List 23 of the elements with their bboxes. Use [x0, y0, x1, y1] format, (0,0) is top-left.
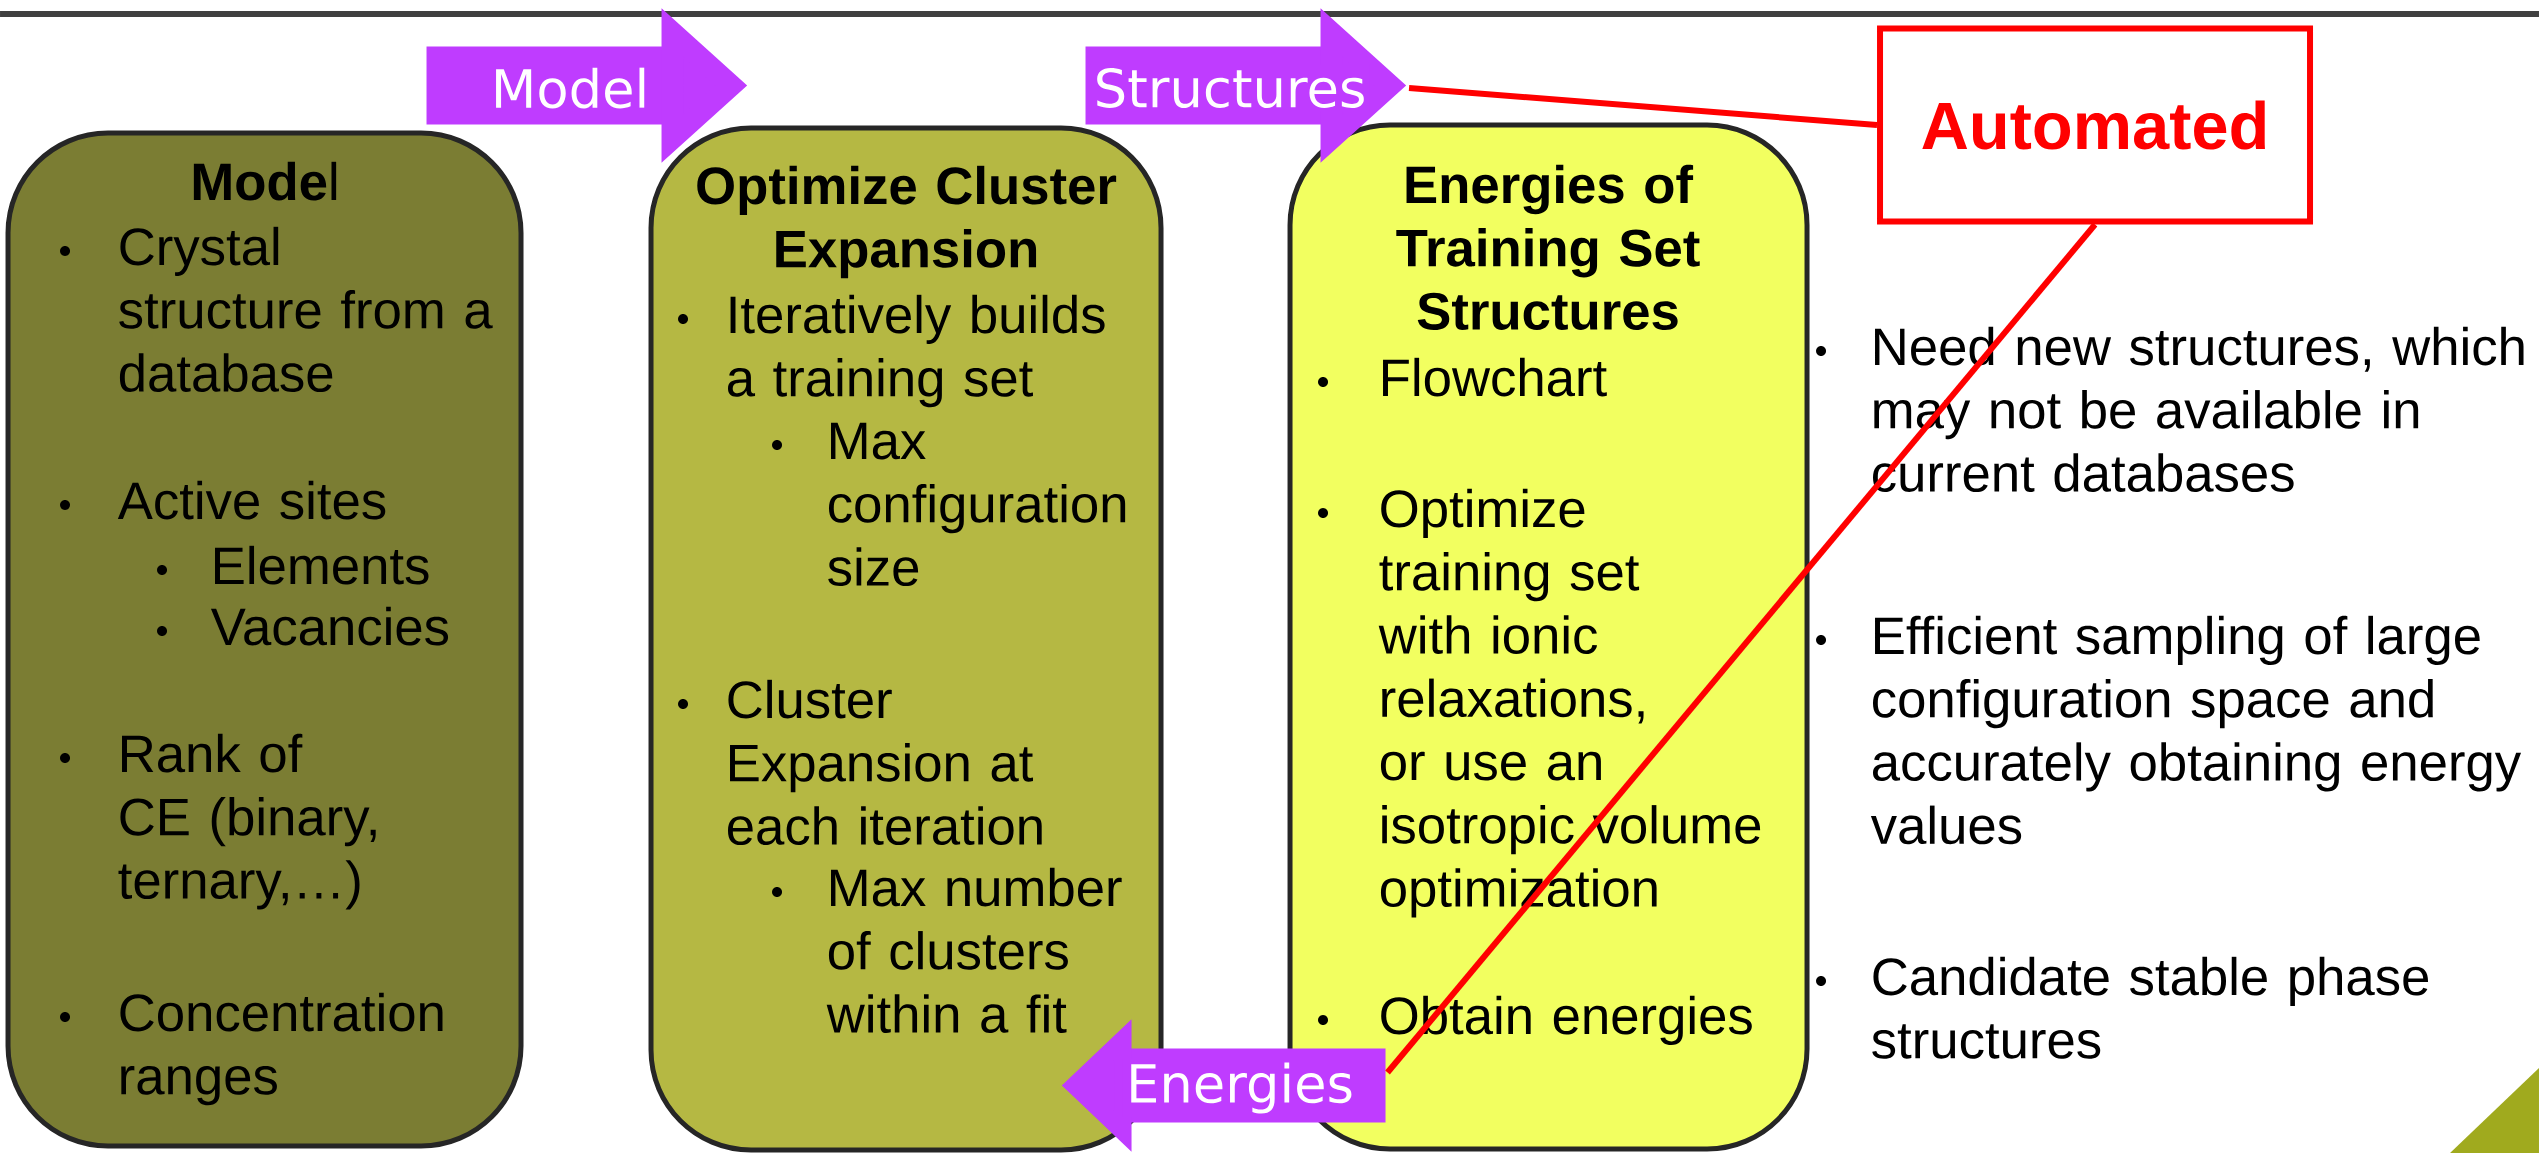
- leader-line: [1408, 85, 1878, 128]
- bullet-item: Rank of CE (binary, ternary,…): [60, 733, 376, 910]
- rounded-box: [5, 130, 524, 1149]
- bullet-item: Max configuration size: [772, 422, 1126, 586]
- box-heading: Energies of Training Set Structures: [1396, 164, 1700, 330]
- bullet-item: Iteratively builds a training set: [678, 294, 1105, 408]
- callout-box: Automated: [1877, 25, 2313, 225]
- bullet-item: Concentration ranges: [60, 992, 443, 1106]
- edge-label: Model: [487, 64, 653, 112]
- bullet-item: Active sites: [60, 480, 386, 520]
- box-heading: Optimize Cluster Expansion: [697, 165, 1117, 279]
- edge-label: Structures: [1090, 64, 1370, 112]
- edge-label: Energies: [1122, 1059, 1358, 1118]
- bullet-item: Cluster Expansion at each iteration: [678, 679, 1042, 845]
- box-heading: Model: [193, 161, 337, 201]
- leader-line: [1385, 222, 2098, 1075]
- bullet-text: Efficient sampling of large configuration space and accurately obtaining energy values: [1816, 615, 2522, 845]
- bullet-item: Vacancies: [157, 606, 449, 646]
- bullet-item: Elements: [157, 545, 429, 585]
- bullet-item: Max number of clusters within a fit: [772, 867, 1122, 1033]
- bullet-item: Flowchart: [1318, 357, 1607, 397]
- bullet-item: Crystal structure from a database: [60, 226, 493, 392]
- bullet-text: Candidate stable phase structures: [1816, 956, 2429, 1059]
